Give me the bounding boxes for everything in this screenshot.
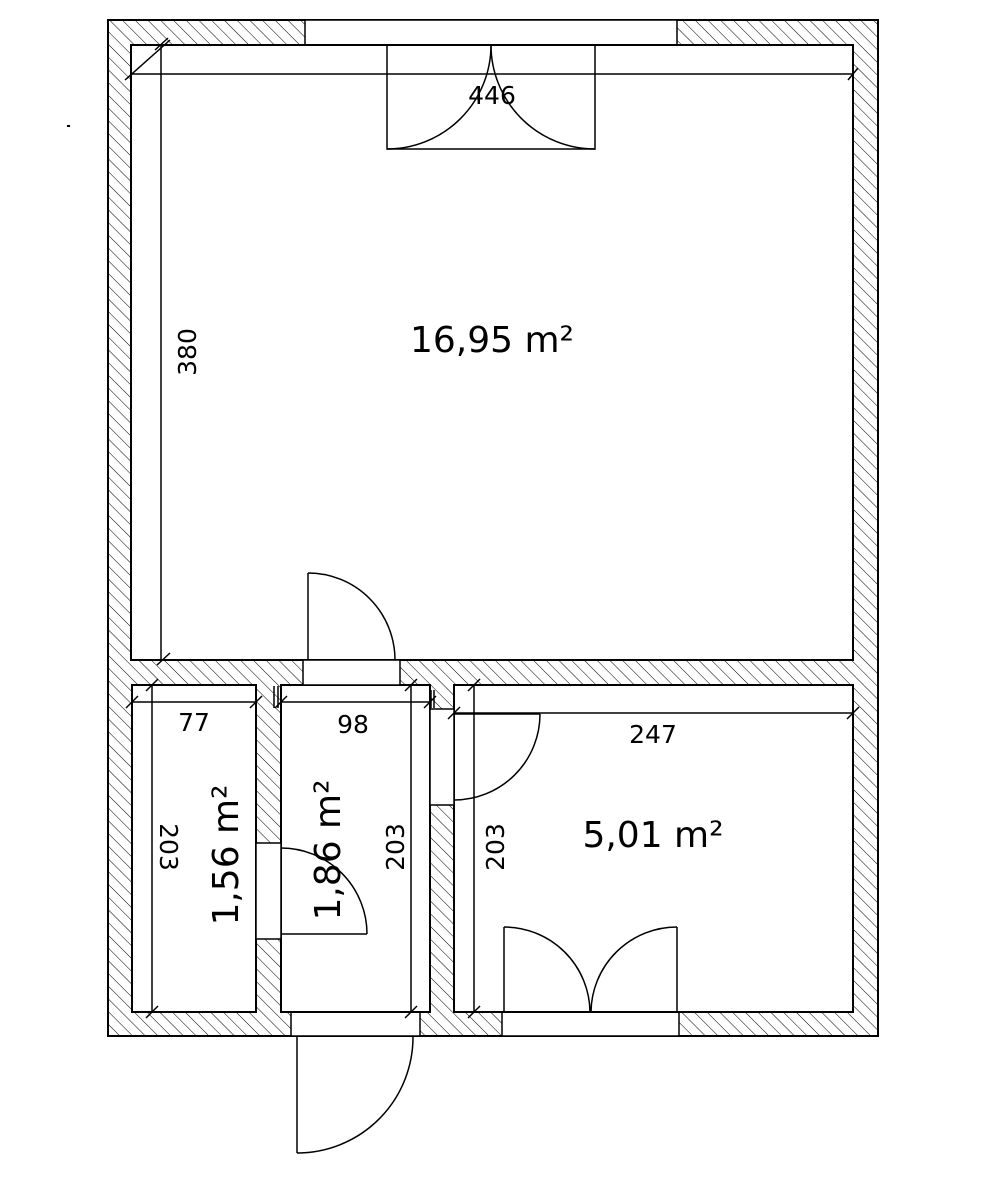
dim-main-height: 380 xyxy=(173,328,202,376)
entry-opening xyxy=(290,1011,421,1037)
door-right-double xyxy=(503,926,678,1013)
dim-left-height: 203 xyxy=(154,823,183,871)
room-middle xyxy=(280,684,431,1013)
door-entry xyxy=(296,1035,414,1154)
opening-middle-to-right xyxy=(429,708,455,806)
door-top-double xyxy=(386,44,596,150)
door-main-to-middle xyxy=(307,572,396,661)
door-middle-to-right xyxy=(453,713,541,801)
area-right: 5,01 m² xyxy=(582,815,723,856)
dim-main-width: 446 xyxy=(468,81,516,110)
area-main: 16,95 m² xyxy=(410,320,574,361)
dim-middle-width: 98 xyxy=(337,710,369,739)
dim-right-width: 247 xyxy=(629,720,677,749)
opening-left-to-middle xyxy=(255,842,282,940)
room-right xyxy=(453,684,854,1013)
stray-mark xyxy=(67,125,70,127)
area-middle: 1,86 m² xyxy=(308,779,349,920)
dim-middle-height: 203 xyxy=(381,823,410,871)
area-left: 1,56 m² xyxy=(206,784,247,925)
door-left-to-middle xyxy=(280,847,368,935)
dim-right-height: 203 xyxy=(481,823,510,871)
room-main xyxy=(130,44,854,661)
opening-main-to-middle xyxy=(302,659,401,686)
window-bottom-right xyxy=(501,1011,680,1037)
window-top xyxy=(304,19,678,46)
dim-left-width: 77 xyxy=(178,708,210,737)
dimension-lines xyxy=(124,37,860,1019)
